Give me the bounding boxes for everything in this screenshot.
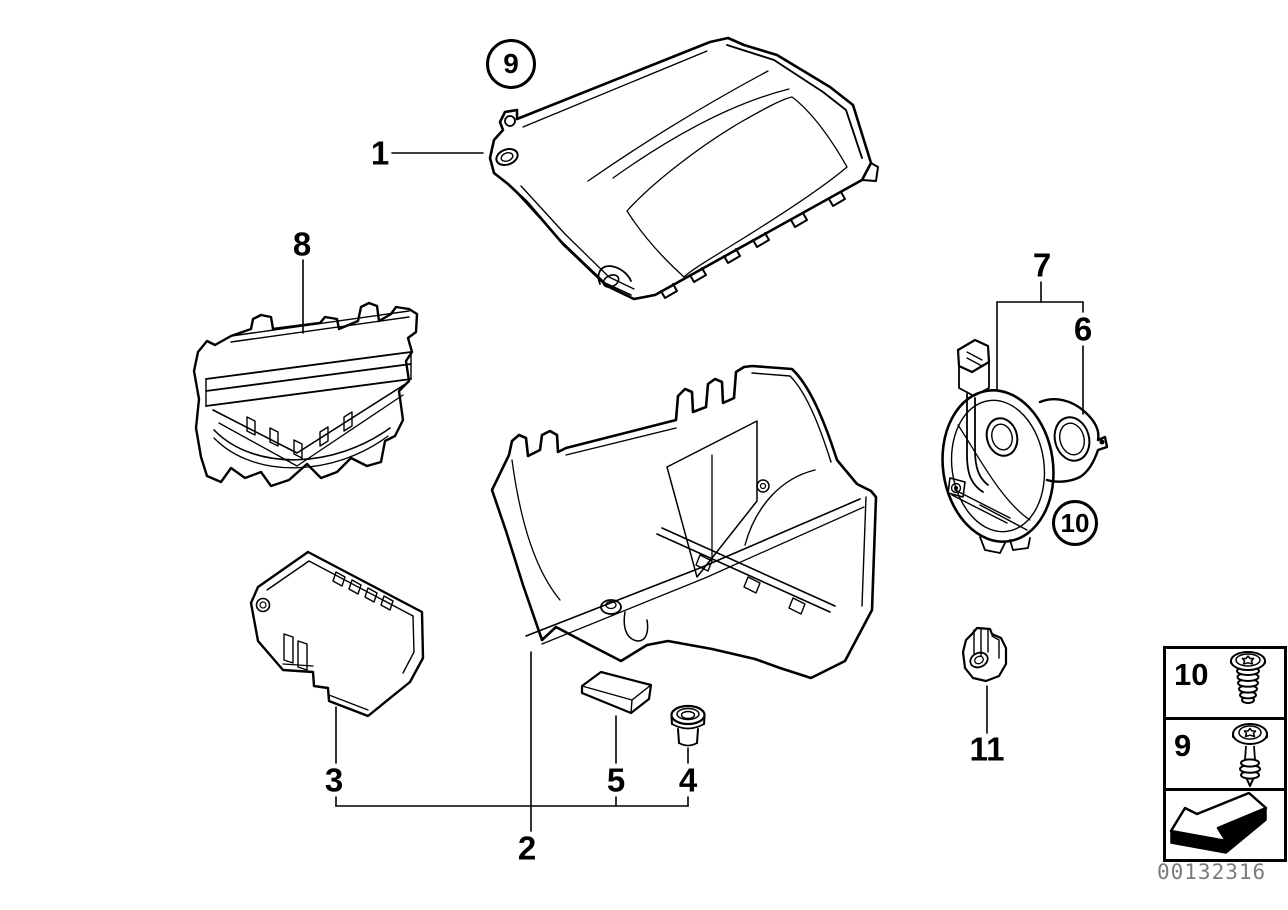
legend-row-screw-9: 9 [1166,720,1284,791]
callout-8[interactable]: 8 [292,225,312,263]
clip-nut-drawing [961,626,1008,683]
foam-pad-drawing [580,670,653,715]
callout-11[interactable]: 11 [969,730,1005,768]
legend-row-screw-10: 10 [1166,649,1284,720]
coarse-thread-screw-icon [1230,651,1266,704]
callout-1[interactable]: 1 [370,134,390,172]
callout-10-circled[interactable]: 10 [1052,500,1098,546]
callout-4[interactable]: 4 [678,761,698,799]
grommet-drawing [670,704,706,747]
callout-3[interactable]: 3 [324,761,344,799]
callout-5[interactable]: 5 [606,761,626,799]
cover-drawing [488,36,879,301]
small-cover-drawing [249,550,425,718]
leader-lines [302,152,1084,832]
legend-number-10: 10 [1174,657,1209,692]
blower-housing-drawing [941,338,1055,554]
callout-6[interactable]: 6 [1073,310,1093,348]
direction-arrow-icon [1169,792,1268,854]
image-number: 00132316 [1157,860,1267,884]
callout-7[interactable]: 7 [1032,246,1052,284]
fastener-legend: 10 9 [1163,646,1287,862]
callout-9-circled[interactable]: 9 [486,39,536,89]
ebox-drawing [490,364,878,680]
self-tapping-screw-icon [1232,723,1268,787]
legend-number-9: 9 [1174,728,1192,763]
legend-row-arrow [1166,791,1284,859]
air-duct-drawing [1038,398,1109,483]
callout-2[interactable]: 2 [517,829,537,867]
bracket-drawing [192,301,419,488]
